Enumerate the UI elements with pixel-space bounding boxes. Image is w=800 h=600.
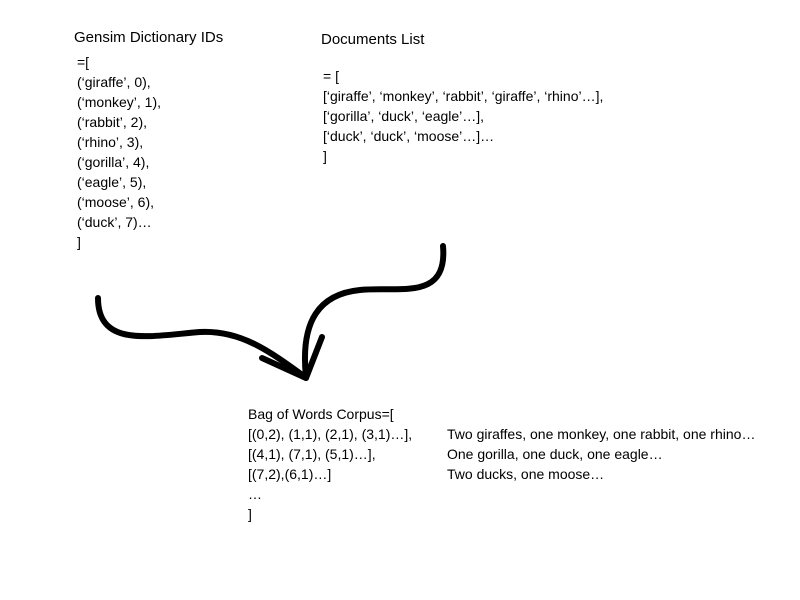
dictionary-entry: (‘moose’, 6), <box>77 194 155 210</box>
corpus-close-bracket: ] <box>248 506 252 522</box>
corpus-entry: [(7,2),(6,1)…] <box>248 466 332 482</box>
dictionary-open-bracket: =[ <box>77 54 90 70</box>
corpus-entry: [(4,1), (7,1), (5,1)…], <box>248 446 376 462</box>
corpus-entry: [(0,2), (1,1), (2,1), (3,1)…], <box>248 426 413 442</box>
document-entry: [‘duck’, ‘duck’, ‘moose’…]… <box>323 128 495 144</box>
document-entry: [‘giraffe’, ‘monkey’, ‘rabbit’, ‘giraffe… <box>323 88 604 104</box>
dictionary-title: Gensim Dictionary IDs <box>74 29 224 46</box>
documents-list: = [ [‘giraffe’, ‘monkey’, ‘rabbit’, ‘gir… <box>323 66 603 166</box>
arrowhead-right-barb <box>303 334 325 381</box>
corpus-descriptions: Two giraffes, one monkey, one rabbit, on… <box>447 424 755 484</box>
corpus-title: Bag of Words Corpus=[ <box>248 406 394 422</box>
dictionary-entry: (‘rabbit’, 2), <box>77 114 148 130</box>
dictionary-entry: (‘duck’, 7)… <box>77 214 152 230</box>
corpus-description: Two giraffes, one monkey, one rabbit, on… <box>447 426 756 442</box>
documents-close-bracket: ] <box>323 148 327 164</box>
documents-open-bracket: = [ <box>323 68 339 84</box>
corpus-description: One gorilla, one duck, one eagle… <box>447 446 663 462</box>
dictionary-entry: (‘rhino’, 3), <box>77 134 144 150</box>
corpus-list: [(0,2), (1,1), (2,1), (3,1)…], [(4,1), (… <box>248 424 412 524</box>
corpus-ellipsis: … <box>248 486 262 502</box>
dictionary-entry: (‘eagle’, 5), <box>77 174 147 190</box>
corpus-description: Two ducks, one moose… <box>447 466 605 482</box>
document-entry: [‘gorilla’, ‘duck’, ‘eagle’…], <box>323 108 485 124</box>
arrow-from-dictionary <box>95 295 308 380</box>
arrow-from-documents <box>302 243 447 380</box>
dictionary-entry: (‘gorilla’, 4), <box>77 154 150 170</box>
dictionary-list: =[ (‘giraffe’, 0), (‘monkey’, 1), (‘rabb… <box>77 52 161 252</box>
dictionary-close-bracket: ] <box>77 234 81 250</box>
dictionary-entry: (‘monkey’, 1), <box>77 94 162 110</box>
documents-title: Documents List <box>321 31 425 48</box>
dictionary-entry: (‘giraffe’, 0), <box>77 74 151 90</box>
arrowhead-left-barb <box>259 355 309 381</box>
